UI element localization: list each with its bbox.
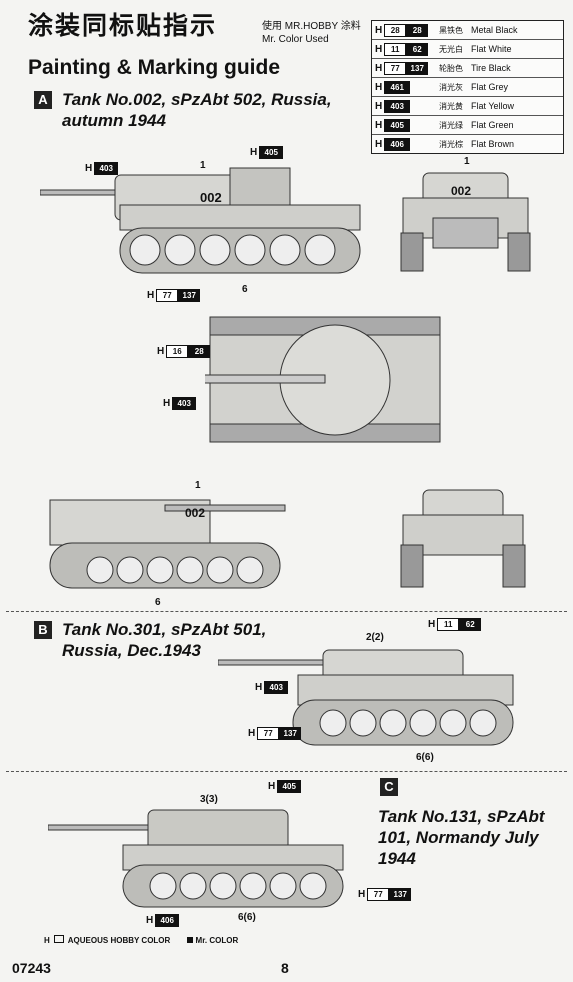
tank-c-side-illustration	[48, 809, 344, 908]
marking-3-3: 3(3)	[200, 794, 218, 805]
section-divider	[6, 771, 567, 772]
section-b-caption: Tank No.301, sPzAbt 501, Russia, Dec.194…	[62, 620, 267, 660]
tank-a-front-illustration	[400, 172, 531, 272]
marking-002-front: 002	[451, 184, 472, 198]
page-title-cn: 涂装同标贴指示	[28, 11, 218, 40]
tank-a-rear-illustration	[400, 489, 526, 588]
paint-brand-note: 使用 MR.HOBBY 涂料 Mr. Color Used	[262, 20, 361, 46]
paint-brand-en: Mr. Color Used	[262, 34, 329, 45]
section-badge-c: C	[380, 778, 398, 796]
tank-a-top-illustration	[205, 316, 441, 443]
marking-1-side2: 1	[195, 480, 201, 491]
section-c-caption: Tank No.131, sPzAbt 101, Normandy July 1…	[378, 807, 545, 868]
tank-a-side2-illustration	[49, 499, 286, 589]
section-badge-b: B	[34, 621, 52, 639]
product-code: 07243	[12, 960, 51, 976]
page-title: Painting & Marking guide	[28, 56, 281, 79]
section-divider	[6, 611, 567, 612]
marking-6-6-c: 6(6)	[238, 912, 256, 923]
marking-1-front: 1	[464, 156, 470, 167]
marking-6-side2: 6	[155, 597, 161, 608]
tank-a-side-illustration	[40, 167, 361, 274]
marking-002: 002	[200, 190, 222, 205]
marking-6-6-b: 6(6)	[416, 752, 434, 763]
marking-1: 1	[200, 160, 206, 171]
tank-b-side-illustration	[218, 649, 514, 746]
page-number: 8	[281, 960, 289, 976]
paint-brand-cn: 使用 MR.HOBBY 涂料	[262, 21, 361, 32]
section-a-caption: Tank No.002, sPzAbt 502, Russia, autumn …	[62, 90, 332, 130]
marking-2-2: 2(2)	[366, 632, 384, 643]
marking-6: 6	[242, 284, 248, 295]
marking-002-side2: 002	[185, 506, 206, 520]
section-badge-a: A	[34, 91, 52, 109]
